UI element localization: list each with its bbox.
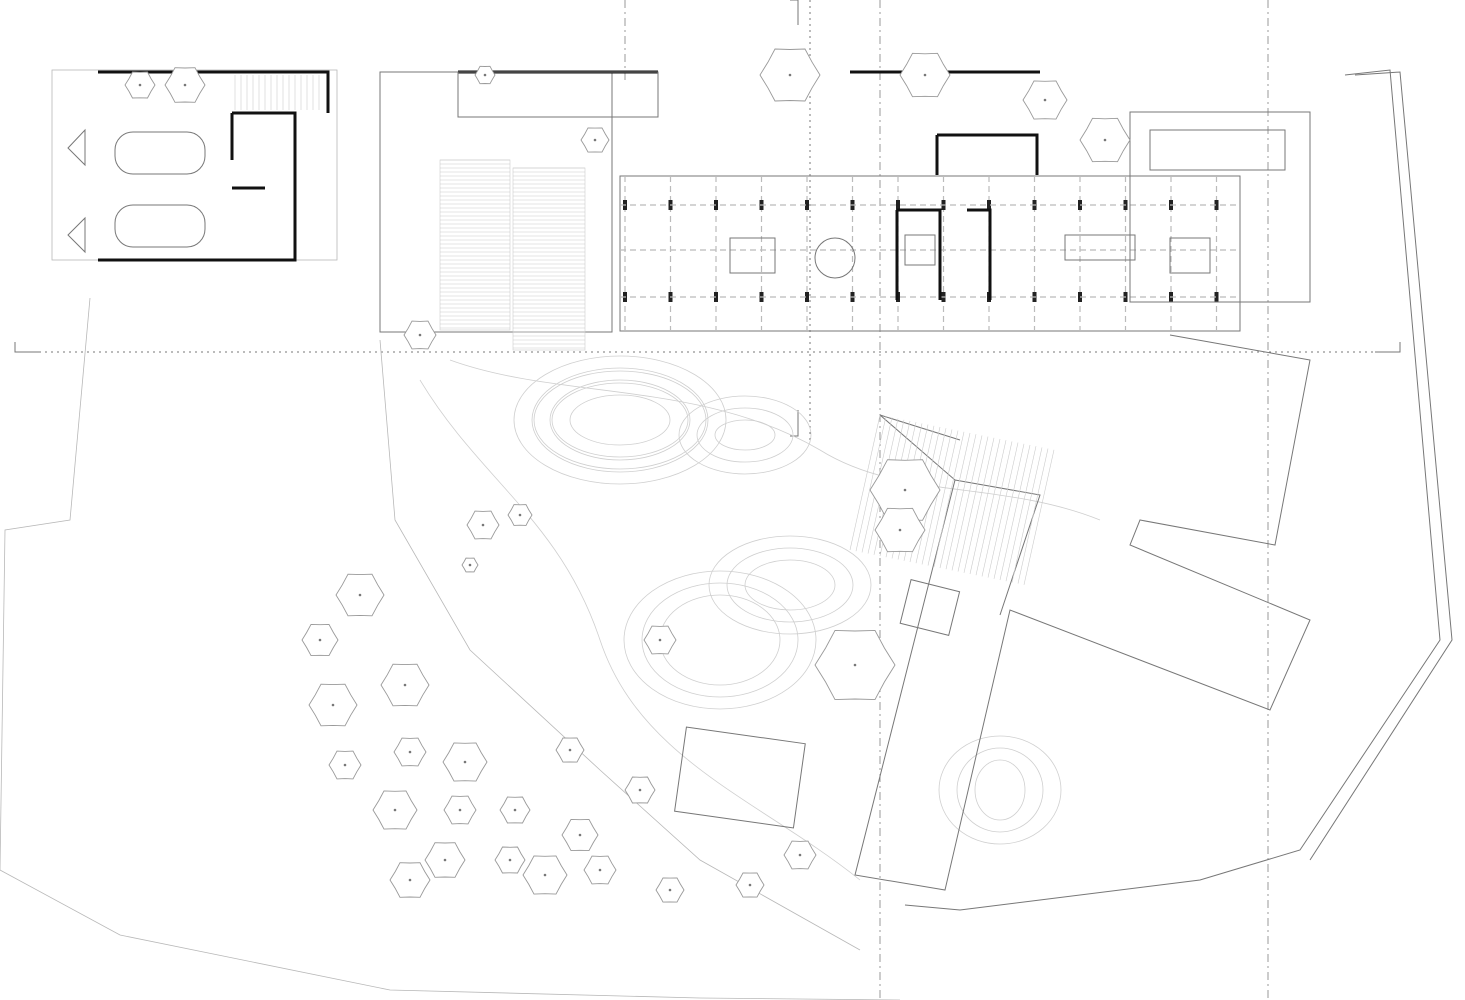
car-icon <box>114 204 206 248</box>
tree-icon <box>655 877 685 903</box>
tree-icon <box>783 840 817 870</box>
tree-icon <box>335 573 385 617</box>
column <box>1214 292 1219 302</box>
tree-icon <box>814 629 896 701</box>
tree-icon <box>466 510 500 540</box>
tree-icon <box>301 623 339 657</box>
tree-icon <box>507 504 533 526</box>
tree-icon <box>389 862 431 898</box>
tree-icon <box>522 855 568 895</box>
section-axes <box>14 0 1401 1000</box>
tree-icon <box>380 663 430 707</box>
tree-icon <box>1079 117 1131 163</box>
tree-icon <box>403 320 437 350</box>
tree-icon <box>461 557 479 573</box>
tree-icon <box>442 742 488 782</box>
column <box>1214 200 1219 210</box>
tree-icon <box>443 795 477 825</box>
tree-icon <box>643 625 677 655</box>
tree-icon <box>583 855 617 885</box>
tree-icon <box>474 65 496 85</box>
topography <box>419 355 1101 881</box>
tree-icon <box>735 872 765 898</box>
round-table-icon <box>814 237 856 279</box>
tree-icon <box>328 750 362 780</box>
tree-icon <box>624 776 656 804</box>
tree-icon <box>1022 80 1068 120</box>
tree-icon <box>393 737 427 767</box>
main-house <box>379 70 1311 351</box>
site-boundary <box>0 69 1453 1000</box>
tree-icon <box>164 67 206 103</box>
tree-icon <box>494 846 526 874</box>
tree-icon <box>424 842 466 878</box>
tree-icon <box>372 790 418 830</box>
column <box>896 200 900 210</box>
tree-icon <box>869 459 941 521</box>
tree-icon <box>555 737 585 763</box>
column <box>805 292 809 302</box>
tree-icon <box>499 796 531 824</box>
car-icon <box>114 131 206 175</box>
tree-icon <box>308 683 358 727</box>
column <box>987 200 991 210</box>
wing-buildings <box>674 334 1311 891</box>
tree-icon <box>899 52 951 98</box>
column <box>805 200 809 210</box>
tree-icon <box>759 48 821 102</box>
tree-icon <box>124 71 156 99</box>
tree-icon <box>874 507 926 553</box>
trees <box>124 48 1131 903</box>
tree-icon <box>580 127 610 153</box>
tree-icon <box>561 818 599 852</box>
